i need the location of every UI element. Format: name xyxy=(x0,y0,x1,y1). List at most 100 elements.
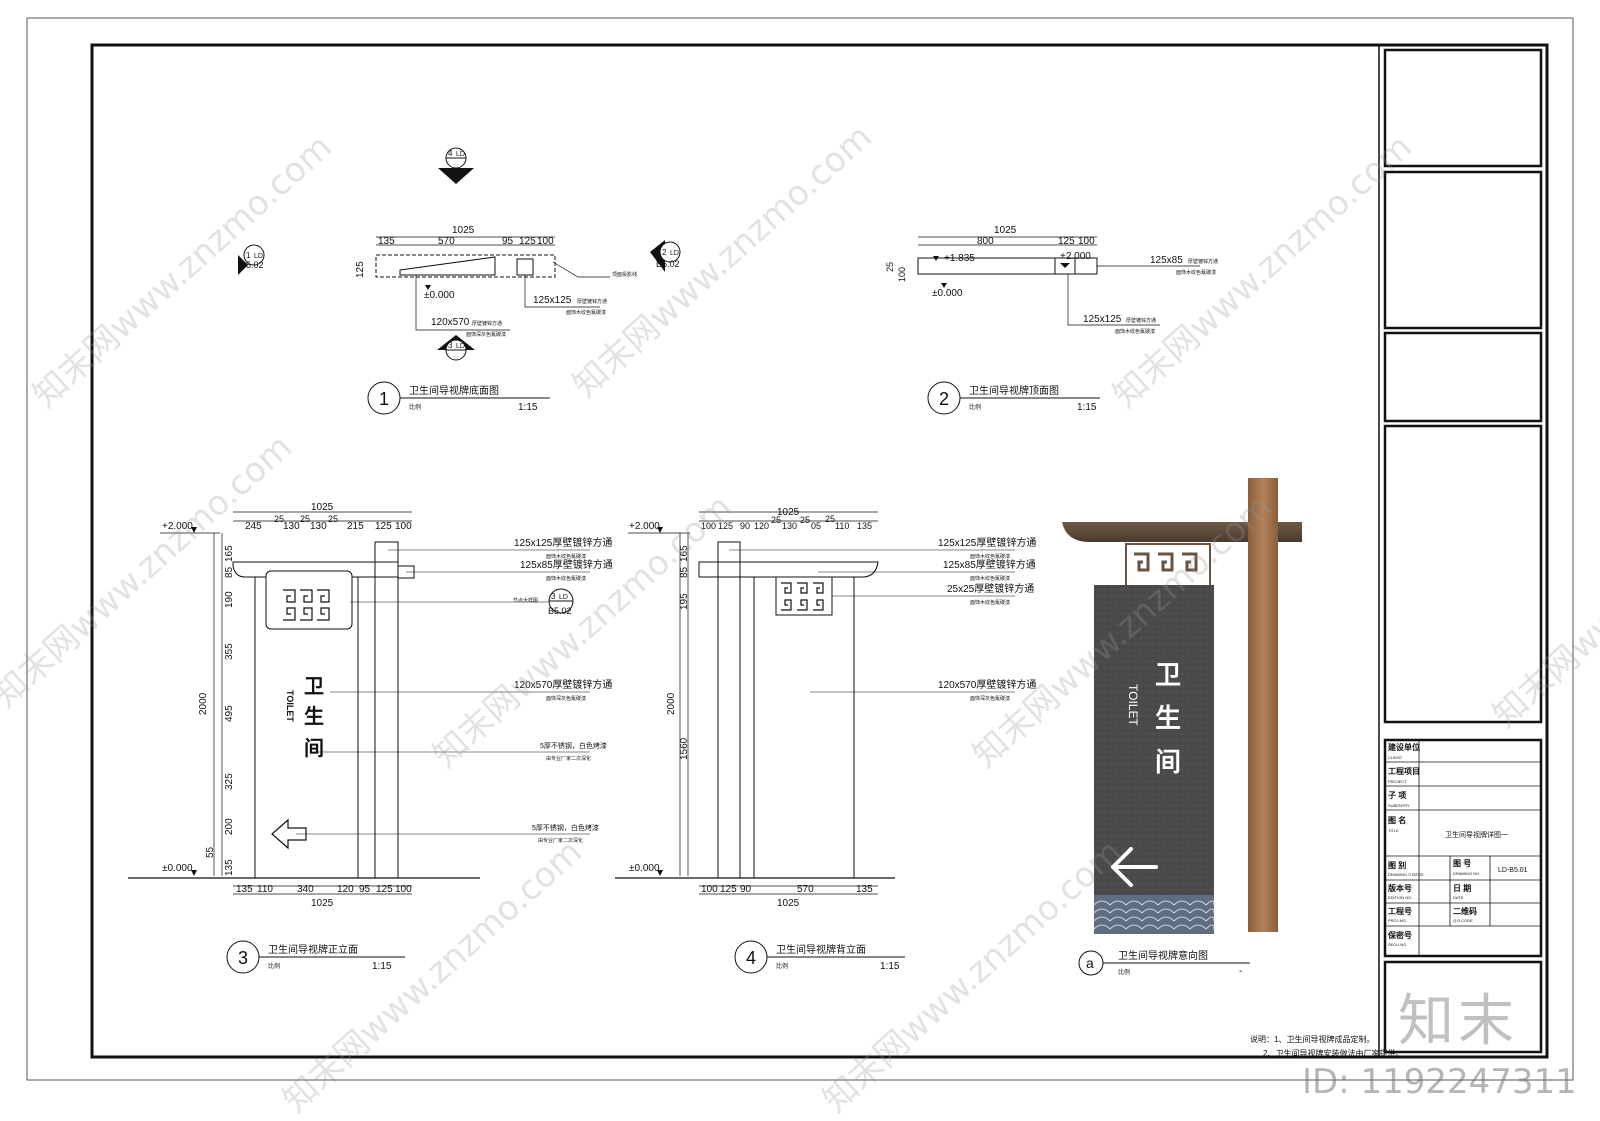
svg-text:面饰木纹色氟碳漆: 面饰木纹色氟碳漆 xyxy=(1176,269,1216,276)
tb-status-en: DRAWING STATUS xyxy=(1388,872,1424,877)
v3-sign-char-3: 间 xyxy=(304,737,324,760)
outer-border xyxy=(26,17,1574,1081)
svg-text:25: 25 xyxy=(771,515,781,525)
tb-project-en: PROJECT xyxy=(1388,779,1407,784)
svg-text:2000: 2000 xyxy=(198,692,209,715)
svg-text:135: 135 xyxy=(224,859,235,876)
svg-text:3: 3 xyxy=(551,592,556,601)
svg-text:±0.000: ±0.000 xyxy=(629,863,660,874)
svg-text:120: 120 xyxy=(337,884,354,895)
tb-project: 工程项目 xyxy=(1388,766,1420,776)
svg-text:LD: LD xyxy=(456,343,465,350)
svg-text:125x125: 125x125 xyxy=(533,295,572,306)
section-symbol-1: 1 LD B5.02 xyxy=(238,244,265,275)
svg-text:85: 85 xyxy=(679,566,690,578)
brand-logo: 知末 xyxy=(1398,989,1518,1054)
svg-text:1025: 1025 xyxy=(777,898,800,909)
tb-drawing-no-value: LD-B5.01 xyxy=(1498,867,1528,874)
svg-text:LD: LD xyxy=(670,250,679,257)
svg-text:55: 55 xyxy=(205,846,216,858)
svg-text:100: 100 xyxy=(701,521,716,531)
svg-text:125: 125 xyxy=(375,521,392,532)
svg-text:+2.000: +2.000 xyxy=(1060,251,1091,262)
svg-text:85: 85 xyxy=(224,566,235,578)
svg-text:25: 25 xyxy=(825,514,835,524)
detail-symbol-3: 3 LD B5.02 xyxy=(548,588,574,616)
svg-text:90: 90 xyxy=(740,521,750,531)
svg-text:245: 245 xyxy=(245,521,262,532)
v1-number: 1 xyxy=(379,389,389,409)
svg-text:125x125: 125x125 xyxy=(1083,314,1122,325)
svg-text:3: 3 xyxy=(238,948,248,968)
v3-sign-char-1: 卫 xyxy=(304,676,324,698)
svg-text:+1.835: +1.835 xyxy=(944,253,975,264)
svg-text:125x125厚壁镀锌方通: 125x125厚壁镀锌方通 xyxy=(514,536,612,549)
svg-text:卫生间导视牌正立面: 卫生间导视牌正立面 xyxy=(268,943,358,956)
tb-date: 日 期 xyxy=(1453,883,1471,893)
svg-text:5厚不锈钢，白色烤漆: 5厚不锈钢，白色烤漆 xyxy=(540,741,607,750)
svg-text:5厚不锈钢，白色烤漆: 5厚不锈钢，白色烤漆 xyxy=(532,823,599,832)
svg-text:比例: 比例 xyxy=(1118,968,1130,976)
svg-text:1025: 1025 xyxy=(311,898,334,909)
svg-text:135: 135 xyxy=(857,521,872,531)
tb-version: 版本号 xyxy=(1387,883,1412,893)
section-symbol-3: 3 LD xyxy=(437,335,475,361)
view-3-front-elevation: 1025 245 25 130 25 130 25 215 125 100 16… xyxy=(128,502,613,974)
svg-text:2: 2 xyxy=(662,248,667,257)
svg-text:1025: 1025 xyxy=(311,502,334,513)
wood-post xyxy=(1248,478,1278,932)
tb-version-en: EDITION NO. xyxy=(1388,895,1412,900)
tb-date-en: DATE xyxy=(1453,895,1464,900)
v3-sign-char-2: 生 xyxy=(304,705,324,728)
svg-text:95: 95 xyxy=(359,884,371,895)
tb-qr-en: Q.R.CODE xyxy=(1453,918,1473,923)
svg-text:570: 570 xyxy=(438,236,455,247)
svg-text:a: a xyxy=(1086,955,1094,971)
tb-title-value: 卫生间导视牌详图一 xyxy=(1445,830,1508,839)
svg-text:100: 100 xyxy=(1078,236,1095,247)
svg-text:1025: 1025 xyxy=(994,225,1017,236)
va-sign-char-1: 卫 xyxy=(1155,660,1181,690)
svg-text:面饰木纹色氟碳漆: 面饰木纹色氟碳漆 xyxy=(970,599,1010,606)
svg-text:125x85: 125x85 xyxy=(1150,255,1183,266)
svg-text:3: 3 xyxy=(448,341,453,350)
svg-text:135: 135 xyxy=(856,884,873,895)
svg-text:厚壁镀锌方通: 厚壁镀锌方通 xyxy=(1126,317,1156,324)
notes: 说明：1、卫生间导视牌成品定制。 2、卫生间导视牌安装做法由厂家提供。 xyxy=(1250,1034,1403,1058)
svg-text:面饰木纹色氟碳漆: 面饰木纹色氟碳漆 xyxy=(970,553,1010,560)
svg-text:110: 110 xyxy=(257,884,273,895)
svg-text:1560: 1560 xyxy=(679,737,690,760)
svg-text:120: 120 xyxy=(754,521,769,531)
svg-text:卫生间导视牌意向图: 卫生间导视牌意向图 xyxy=(1118,949,1208,962)
svg-text:比例: 比例 xyxy=(409,403,421,411)
svg-text:卫生间导视牌顶面图: 卫生间导视牌顶面图 xyxy=(969,384,1059,397)
svg-text:120x570厚壁镀锌方通: 120x570厚壁镀锌方通 xyxy=(514,678,612,691)
svg-text:100: 100 xyxy=(537,236,554,247)
svg-text:1: 1 xyxy=(246,251,251,260)
svg-text:125x85厚壁镀锌方通: 125x85厚壁镀锌方通 xyxy=(520,558,613,571)
svg-text:495: 495 xyxy=(224,705,235,722)
view-4-back-elevation: 1025 100 125 90 120 25 130 25 05 25 110 … xyxy=(615,507,1036,974)
tb-subitem: 子 项 xyxy=(1388,791,1406,800)
note-2: 2、卫生间导视牌安装做法由厂家提供。 xyxy=(1263,1048,1403,1058)
wave-pattern xyxy=(1093,895,1215,934)
svg-text:±0.000: ±0.000 xyxy=(932,288,963,299)
svg-text:135: 135 xyxy=(378,236,395,247)
svg-text:厚壁镀锌方通: 厚壁镀锌方通 xyxy=(577,298,607,305)
svg-text:215: 215 xyxy=(347,521,364,532)
svg-text:厚壁镀锌方通: 厚壁镀锌方通 xyxy=(472,320,502,327)
svg-text:355: 355 xyxy=(224,643,235,660)
svg-text:130: 130 xyxy=(782,521,797,531)
tb-job-no-en: PROJ.NO. xyxy=(1388,918,1407,923)
svg-text:2000: 2000 xyxy=(666,692,677,715)
svg-text:570: 570 xyxy=(797,884,814,895)
svg-text:面饰木纹色氟碳漆: 面饰木纹色氟碳漆 xyxy=(546,575,586,582)
svg-text:B5.02: B5.02 xyxy=(240,260,264,270)
svg-text:25: 25 xyxy=(274,514,284,524)
tb-security: 保密号 xyxy=(1387,930,1412,940)
tb-security-en: SECU.NO. xyxy=(1388,942,1407,947)
va-sign-en: TOILET xyxy=(1126,684,1140,726)
svg-text:+2.000: +2.000 xyxy=(629,521,660,532)
tb-title: 图 名 xyxy=(1388,815,1406,825)
svg-text:4: 4 xyxy=(746,948,756,968)
